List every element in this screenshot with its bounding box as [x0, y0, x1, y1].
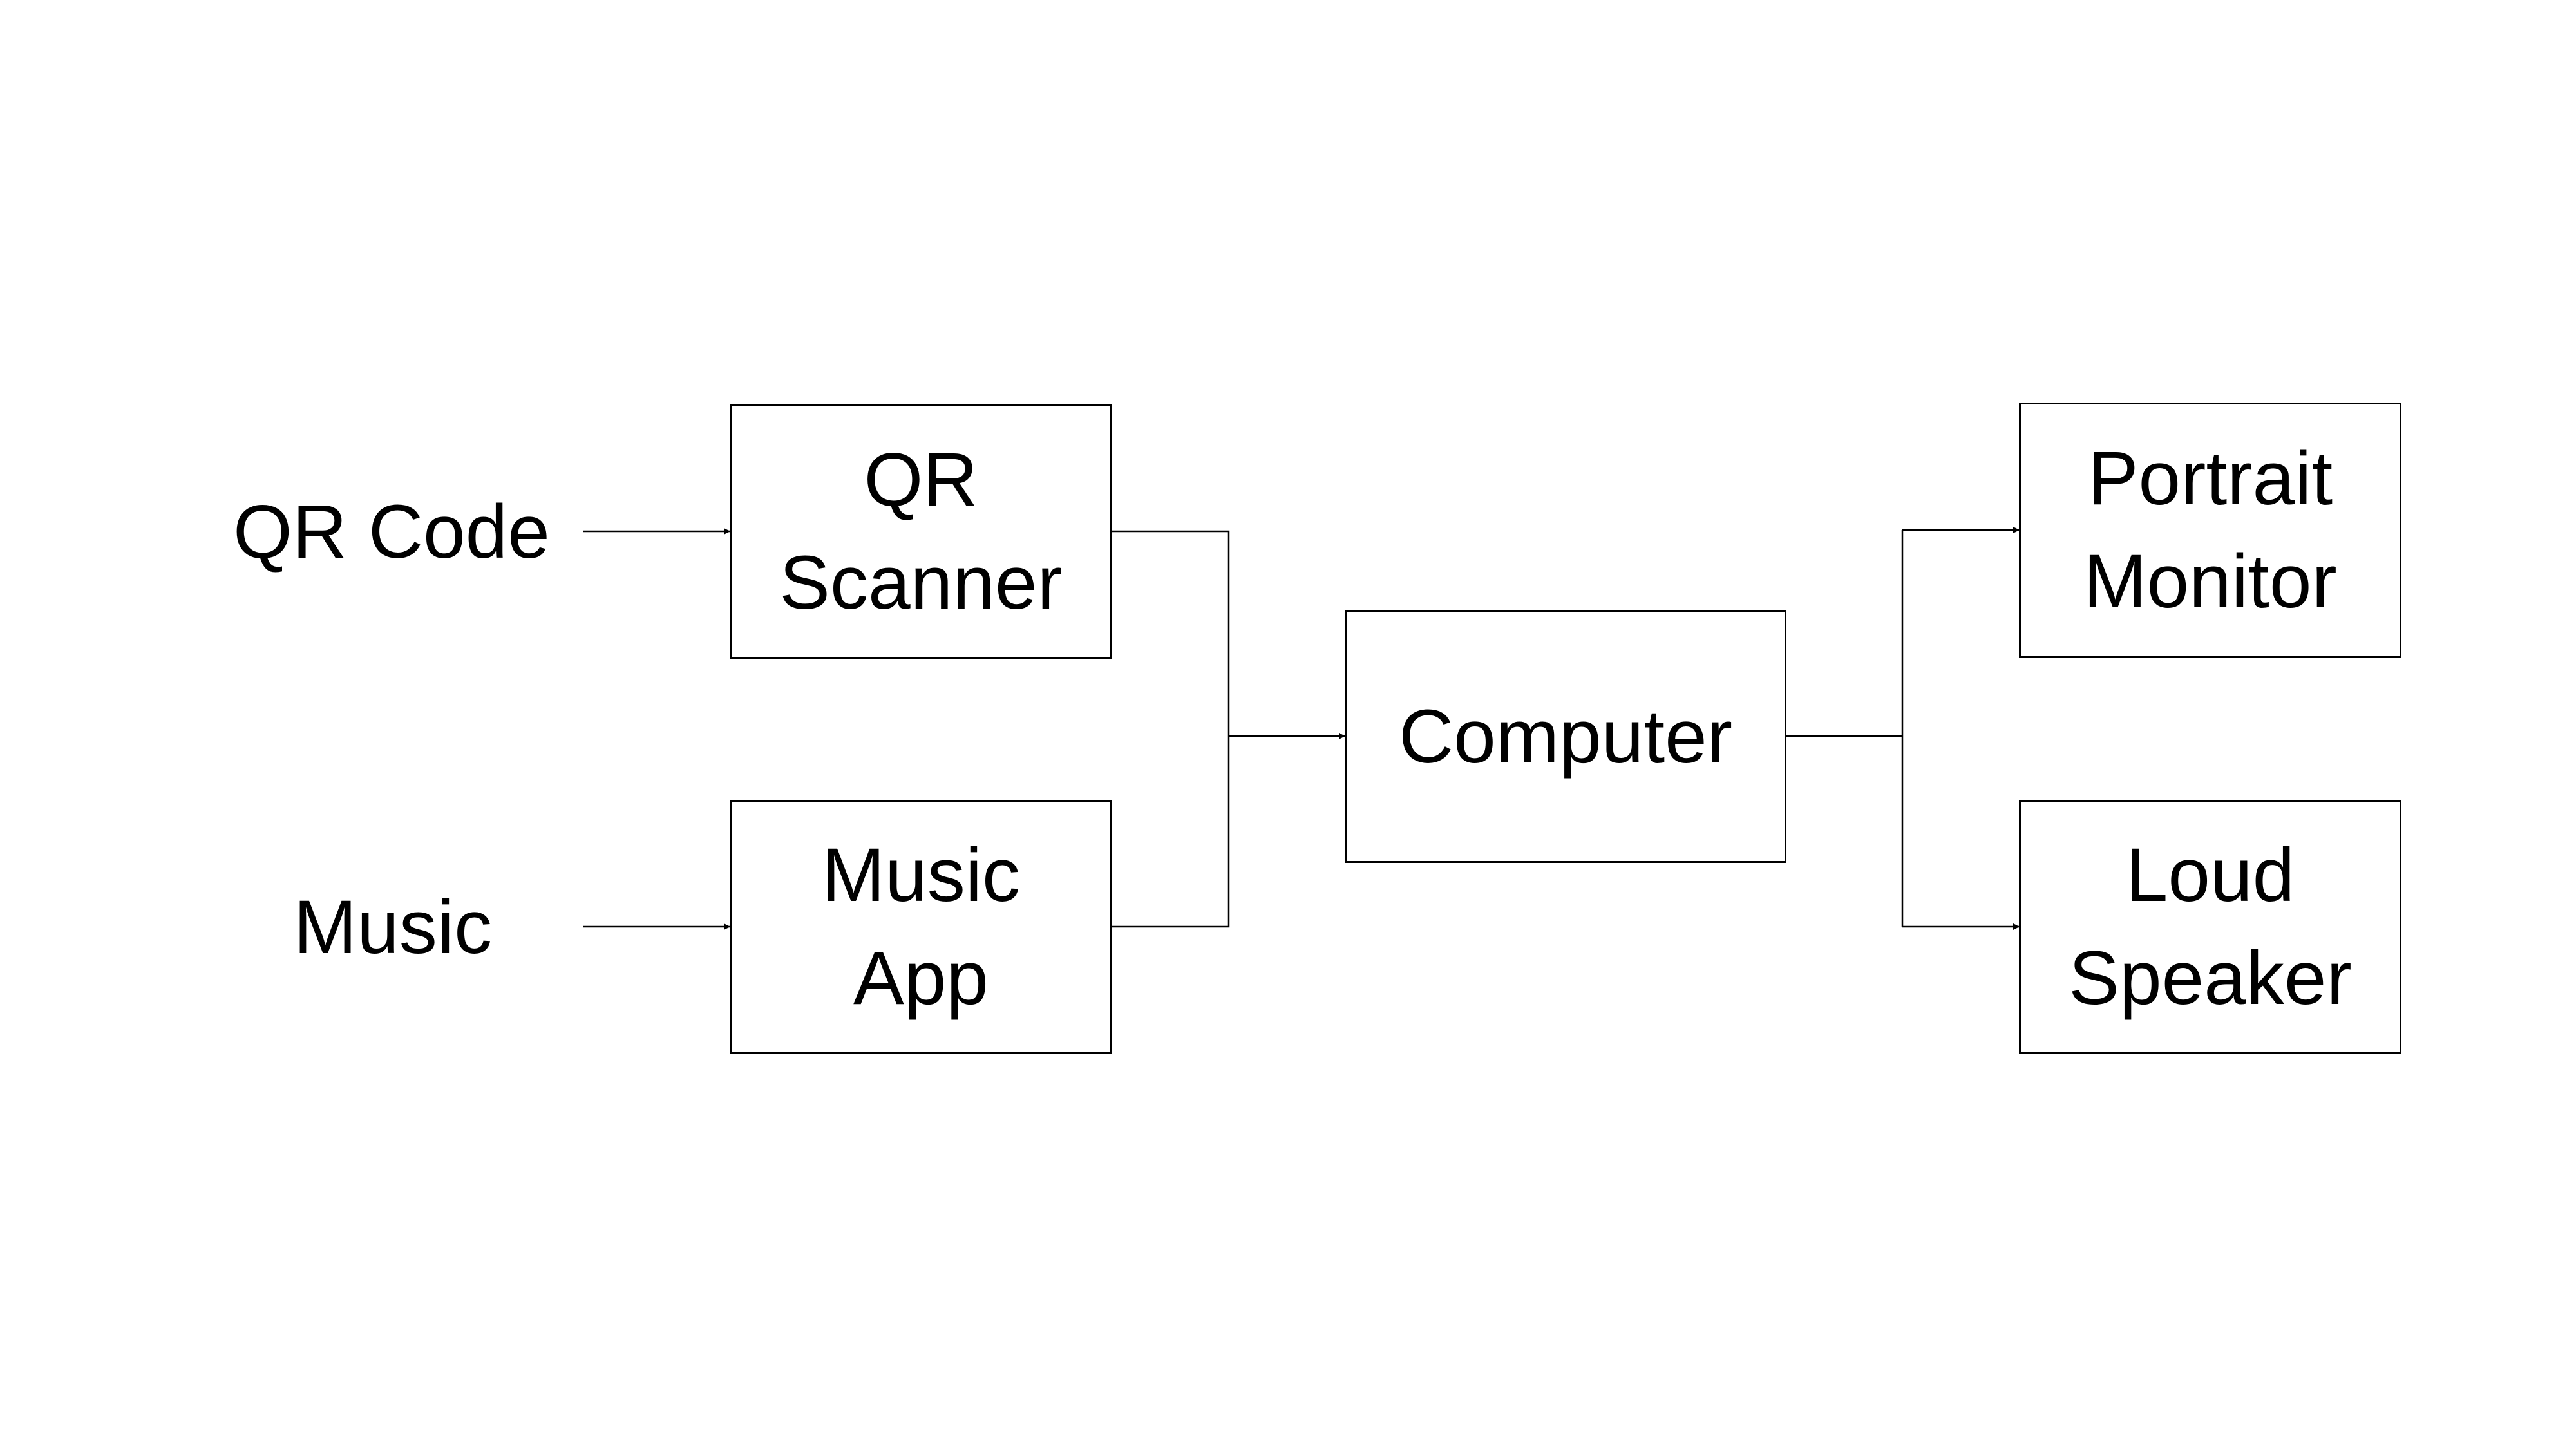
- loud-speaker-label-line-1: Loud: [2125, 833, 2295, 918]
- qr-scanner-block: QR Scanner: [730, 404, 1112, 659]
- computer-label: Computer: [1398, 694, 1733, 779]
- connector-qr-scanner-to-junction: [1112, 530, 1230, 736]
- qr-scanner-label-line-2: Scanner: [779, 540, 1063, 625]
- connector-music-app-to-junction: [1112, 736, 1230, 928]
- qr-scanner-label-line-1: QR: [864, 437, 978, 522]
- music-input-label: Music: [293, 885, 493, 970]
- music-app-label-line-1: Music: [821, 833, 1021, 918]
- music-app-label-line-2: App: [853, 936, 989, 1021]
- loud-speaker-block: Loud Speaker: [2019, 800, 2401, 1054]
- portrait-monitor-label-line-2: Monitor: [2083, 539, 2337, 624]
- loud-speaker-label-line-2: Speaker: [2069, 936, 2352, 1021]
- portrait-monitor-label-line-1: Portrait: [2087, 436, 2333, 521]
- music-app-block: Music App: [730, 800, 1112, 1054]
- qr-code-input-label: QR Code: [233, 489, 550, 574]
- computer-block: Computer: [1345, 610, 1786, 863]
- portrait-monitor-block: Portrait Monitor: [2019, 402, 2401, 658]
